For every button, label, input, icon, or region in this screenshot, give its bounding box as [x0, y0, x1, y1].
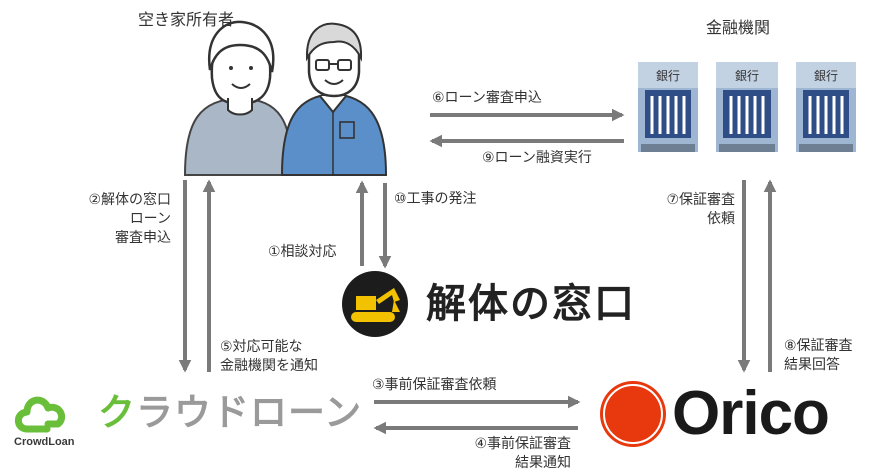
owners-label: 空き家所有者 — [138, 10, 235, 29]
bank-building-3: 銀行 — [796, 62, 856, 152]
orico-logo-mark — [600, 381, 666, 447]
bank-sign-2: 銀行 — [735, 69, 759, 83]
crowdloan-logo-sub: CrowdLoan — [14, 436, 75, 448]
male-owner-figure — [280, 22, 388, 176]
edge-label-1: ①相談対応 — [268, 244, 337, 260]
edge-label-10: ⑩工事の発注 — [394, 191, 477, 207]
edge-label-8: ⑧保証審査 結果回答 — [784, 338, 853, 373]
crowdloan-cloud-icon — [14, 396, 66, 433]
bank-buildings: 銀行 銀行 銀行 — [638, 62, 856, 152]
bank-building-1: 銀行 — [638, 62, 698, 152]
orico-logo-text: Orico — [672, 379, 830, 448]
madoguchi-logo-text: 解体の窓口 — [426, 281, 636, 327]
bank-sign-1: 銀行 — [656, 69, 680, 83]
bank-label: 金融機関 — [706, 18, 771, 37]
edge-label-7: ⑦保証審査 依頼 — [666, 192, 735, 227]
edge-label-9: ⑨ローン融資実行 — [482, 150, 592, 166]
edge-label-4: ④事前保証審査 結果通知 — [474, 436, 571, 471]
bank-building-2: 銀行 — [716, 62, 778, 152]
crowdloan-logo-text: クラウドローン — [98, 391, 362, 435]
female-owner-figure — [183, 20, 294, 176]
owners-illustration — [183, 20, 388, 176]
edge-label-6: ⑥ローン審査申込 — [432, 90, 542, 106]
madoguchi-logo-icon — [342, 271, 408, 337]
crowdloan-logo-text-rest: ラウドローン — [136, 391, 363, 434]
edge-label-2: ②解体の窓口 ローン 審査申込 — [88, 192, 171, 246]
crowdloan-logo-text-part: ク — [98, 391, 136, 434]
edge-label-5: ⑤対応可能な 金融機関を通知 — [220, 339, 318, 374]
edge-label-3: ③事前保証審査依頼 — [372, 377, 497, 393]
bank-sign-3: 銀行 — [814, 69, 838, 83]
